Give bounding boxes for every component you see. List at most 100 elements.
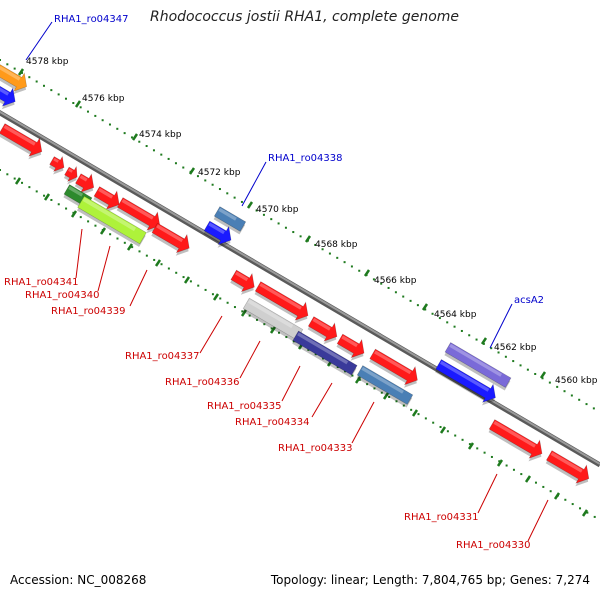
ruler-dot — [579, 507, 582, 510]
ruler-dot — [196, 175, 199, 178]
ruler-dot — [57, 93, 60, 96]
gene-ro04338[interactable] — [213, 206, 247, 235]
ruler-dot — [534, 481, 537, 484]
gene-acsA2[interactable] — [444, 342, 512, 391]
gene-red-b[interactable] — [46, 153, 69, 178]
ruler-dot — [446, 321, 449, 324]
ruler-dot — [351, 374, 354, 377]
ruler-dot — [387, 286, 390, 289]
gene-ro04338-b[interactable] — [200, 217, 237, 252]
ruler-dot — [145, 254, 148, 257]
ruler-dot — [123, 241, 126, 244]
gene-label-ro04331[interactable]: RHA1_ro04331 — [404, 512, 479, 523]
gene-ro04331[interactable] — [485, 415, 548, 465]
gene-label-ro04335[interactable]: RHA1_ro04335 — [207, 401, 282, 412]
ruler-dot — [475, 338, 478, 341]
ruler-dot — [174, 162, 177, 165]
ruler-dot — [292, 231, 295, 234]
gene-label-ro04337[interactable]: RHA1_ro04337 — [125, 351, 200, 362]
ruler-major-tick — [14, 177, 22, 185]
gene-red-c[interactable] — [61, 164, 82, 188]
ruler-major-tick — [126, 243, 134, 251]
ruler-dot — [520, 473, 523, 476]
ruler-dot — [504, 355, 507, 358]
ruler-dot — [153, 258, 156, 261]
gene-label-ro04336[interactable]: RHA1_ro04336 — [165, 377, 240, 388]
ruler-dot — [72, 102, 75, 105]
ruler-dot — [366, 383, 369, 386]
ruler-dot — [145, 145, 148, 148]
gene-ro04335[interactable] — [291, 330, 358, 379]
ruler-dot — [167, 267, 170, 270]
ruler-major-tick — [421, 303, 429, 311]
gene-acsA2-b[interactable] — [432, 355, 502, 410]
gene-red-g[interactable] — [227, 266, 261, 299]
gene-label-ro04347[interactable]: RHA1_ro04347 — [54, 14, 129, 25]
ruler-major-tick — [131, 133, 139, 141]
ruler-dot — [482, 342, 485, 345]
gene-ro04333[interactable] — [366, 345, 424, 392]
ruler-major-tick — [269, 326, 277, 334]
ruler-dot — [541, 377, 544, 380]
ruler-major-tick — [74, 100, 82, 108]
ruler-dot — [343, 261, 346, 264]
gene-label-ro04338[interactable]: RHA1_ro04338 — [268, 153, 343, 164]
leader-line — [281, 365, 301, 402]
ruler-dot — [512, 468, 515, 471]
gene-label-ro04330[interactable]: RHA1_ro04330 — [456, 540, 531, 551]
ruler-dot — [35, 80, 38, 83]
ruler-dot — [35, 190, 38, 193]
ruler-dot — [189, 280, 192, 283]
gene-label-ro04341[interactable]: RHA1_ro04341 — [4, 277, 79, 288]
ruler-major-tick — [354, 376, 362, 384]
gene-label-ro04340[interactable]: RHA1_ro04340 — [25, 290, 100, 301]
ruler-dot — [79, 216, 82, 219]
gene-ro04337[interactable] — [242, 297, 304, 343]
ruler-dot — [116, 127, 119, 130]
ruler-major-tick — [439, 426, 447, 434]
gene-ro04330[interactable] — [542, 446, 595, 490]
ruler-dot — [497, 351, 500, 354]
gene-label-ro04334[interactable]: RHA1_ro04334 — [235, 417, 310, 428]
ruler-dot — [94, 224, 97, 227]
kbp-label: 4574 kbp — [139, 130, 182, 140]
ruler-dot — [505, 464, 508, 467]
ruler-dot — [182, 166, 185, 169]
gene-ro04336[interactable] — [304, 312, 343, 348]
gene-label-ro04339[interactable]: RHA1_ro04339 — [51, 306, 126, 317]
ruler-major-tick — [539, 371, 547, 379]
ruler-dot — [350, 265, 353, 268]
ruler-major-tick — [212, 293, 220, 301]
gene-red-h[interactable] — [251, 277, 314, 327]
ruler-dot — [358, 269, 361, 272]
ruler-dot — [424, 308, 427, 311]
leader-line — [97, 245, 111, 292]
gene-red-f[interactable] — [148, 219, 195, 260]
ruler-dot — [204, 288, 207, 291]
ruler-dot — [64, 97, 67, 100]
kbp-label: 4564 kbp — [434, 310, 477, 320]
gene-label-acsA2[interactable]: acsA2 — [514, 295, 544, 306]
genome-title: Rhodococcus jostii RHA1, complete genome — [150, 9, 460, 25]
ruler-dot — [6, 63, 9, 66]
ruler-upper — [0, 59, 595, 410]
gene-ro04347[interactable] — [0, 60, 33, 98]
ruler-dot — [432, 421, 435, 424]
gene-red-i[interactable] — [333, 330, 370, 365]
ruler-dot — [358, 378, 361, 381]
ruler-dot — [578, 398, 581, 401]
gene-ro04347-b[interactable] — [0, 79, 21, 113]
genome-summary: Topology: linear; Length: 7,804,765 bp; … — [270, 573, 590, 587]
ruler-dot — [233, 196, 236, 199]
gene-red-d[interactable] — [71, 169, 99, 199]
gene-red-a[interactable] — [0, 119, 48, 163]
gene-ro04340[interactable] — [76, 195, 147, 247]
ruler-dot — [431, 312, 434, 315]
gene-ro04339[interactable] — [113, 193, 166, 237]
gene-label-ro04333[interactable]: RHA1_ro04333 — [278, 443, 353, 454]
gene-ro04334[interactable] — [356, 365, 414, 408]
ruler-dot — [167, 157, 170, 160]
ruler-major-tick — [382, 392, 390, 400]
ruler-dot — [585, 403, 588, 406]
gene-red-e[interactable] — [90, 182, 125, 216]
